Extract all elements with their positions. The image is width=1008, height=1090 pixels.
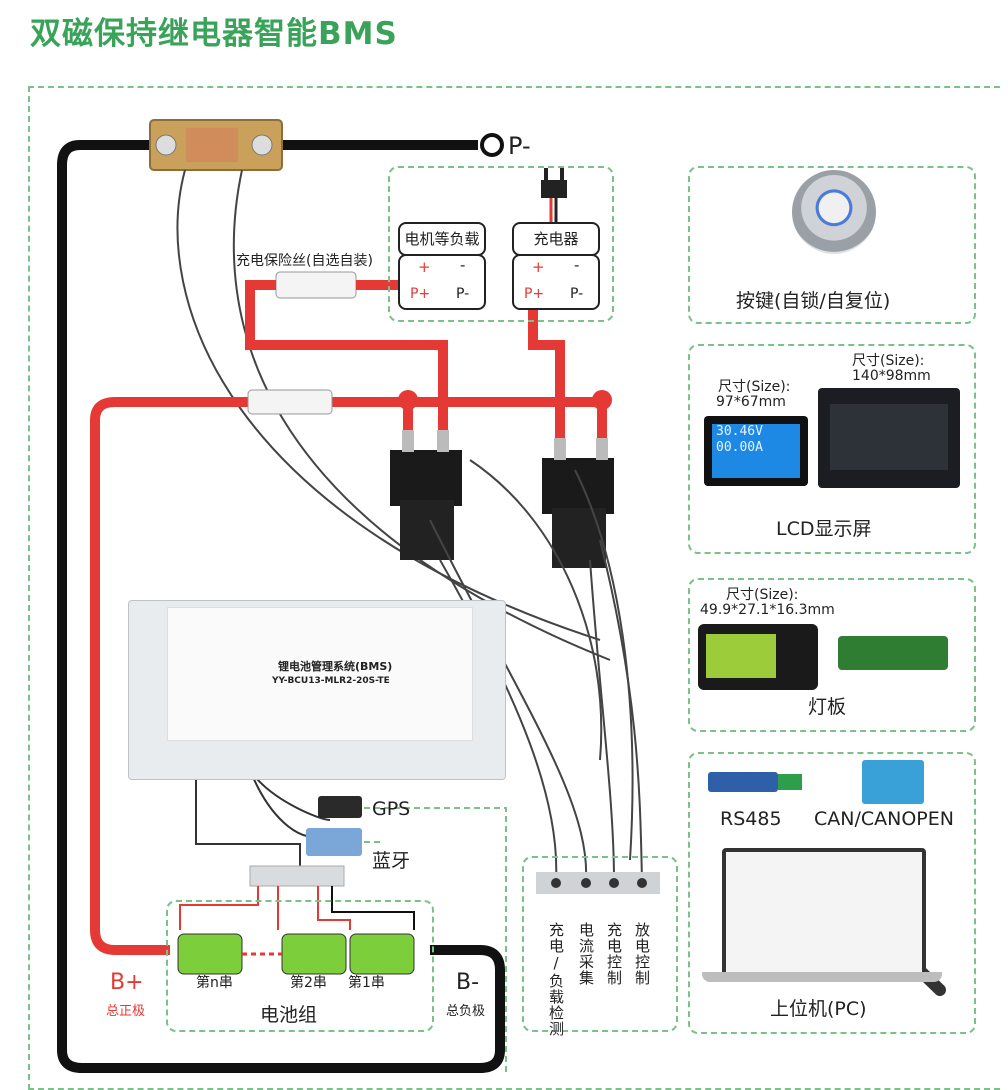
laptop-screen bbox=[722, 848, 926, 980]
laptop-base bbox=[702, 972, 942, 982]
bms-unit: 锂电池管理系统(BMS) YY-BCU13-MLR2-20S-TE bbox=[128, 600, 506, 780]
rs485-module bbox=[708, 772, 778, 792]
page-title: 双磁保持继电器智能BMS bbox=[30, 16, 398, 52]
cell-1-label: 第1串 bbox=[348, 975, 385, 991]
lcd-small-size-value: 97*67mm bbox=[716, 394, 786, 410]
lcd-large-screen bbox=[818, 388, 960, 488]
button-label: 按键(自锁/自复位) bbox=[736, 290, 891, 312]
bms-name: 锂电池管理系统(BMS) bbox=[278, 660, 393, 673]
cell-2-label: 第2串 bbox=[290, 975, 327, 991]
lamp-board-display bbox=[698, 624, 818, 690]
bms-model: YY-BCU13-MLR2-20S-TE bbox=[272, 676, 390, 686]
rs485-label: RS485 bbox=[720, 808, 782, 830]
charge-fuse bbox=[275, 271, 357, 299]
can-label: CAN/CANOPEN bbox=[814, 808, 954, 830]
p-minus-terminal bbox=[480, 133, 504, 157]
pc-label: 上位机(PC) bbox=[770, 998, 867, 1020]
signals-frame bbox=[522, 856, 678, 1032]
negative-wire bbox=[57, 140, 505, 1073]
lamp-panel bbox=[688, 578, 976, 732]
relay-2 bbox=[542, 458, 614, 514]
lcd-large-size-label: 尺寸(Size): bbox=[852, 353, 925, 369]
can-module bbox=[862, 760, 924, 804]
positive-wire bbox=[90, 397, 605, 955]
main-fuse bbox=[247, 389, 333, 415]
p-minus-label: P- bbox=[508, 132, 531, 160]
lcd-large-size-value: 140*98mm bbox=[852, 368, 931, 384]
b-plus-label: B+ bbox=[110, 970, 144, 995]
charger-box-terminals: + - P+ P- bbox=[512, 254, 600, 310]
bms-label-paper: 锂电池管理系统(BMS) YY-BCU13-MLR2-20S-TE bbox=[167, 607, 473, 741]
battery-cell-1 bbox=[349, 933, 415, 975]
charger-box-title: 充电器 bbox=[512, 222, 600, 256]
load-charger-frame bbox=[388, 166, 614, 322]
fuse-label: 充电保险丝(自选自装) bbox=[236, 253, 373, 269]
lamp-size-value: 49.9*27.1*16.3mm bbox=[700, 602, 835, 618]
load-box-title: 电机等负载 bbox=[398, 222, 486, 256]
b-plus-sub: 总正极 bbox=[106, 1004, 146, 1019]
battery-frame bbox=[166, 900, 434, 1032]
lcd-panel bbox=[688, 344, 976, 554]
gps-label: GPS bbox=[372, 798, 411, 820]
b-minus-sub: 总负极 bbox=[446, 1004, 486, 1019]
lamp-label: 灯板 bbox=[808, 696, 847, 718]
lcd-small-screen: 30.46V 00.00A bbox=[704, 416, 808, 486]
b-minus-label: B- bbox=[456, 970, 480, 995]
signal-discharge-control: 放电控制 bbox=[633, 922, 651, 986]
signal-charge-load-detect: 充电/负载检测 bbox=[547, 922, 565, 1037]
lcd-label: LCD显示屏 bbox=[776, 518, 872, 540]
lamp-pcb bbox=[838, 636, 948, 670]
balance-connector bbox=[249, 865, 345, 887]
signal-current-sampling: 电流采集 bbox=[577, 922, 595, 986]
relay-1 bbox=[390, 450, 462, 506]
button-panel bbox=[688, 166, 976, 324]
lcd-small-size-label: 尺寸(Size): bbox=[718, 379, 791, 395]
signal-connector bbox=[536, 872, 660, 894]
load-box-terminals: + - P+ P- bbox=[398, 254, 486, 310]
bluetooth-module bbox=[306, 828, 362, 856]
comm-panel bbox=[688, 752, 976, 1034]
bluetooth-label: 蓝牙 bbox=[372, 850, 411, 872]
lamp-size-label: 尺寸(Size): bbox=[726, 587, 799, 603]
gps-module bbox=[318, 796, 362, 818]
signal-charge-control: 充电控制 bbox=[605, 922, 623, 986]
battery-group-label: 电池组 bbox=[260, 1004, 318, 1026]
cell-n-label: 第n串 bbox=[196, 975, 233, 991]
power-button-icon bbox=[792, 170, 876, 254]
